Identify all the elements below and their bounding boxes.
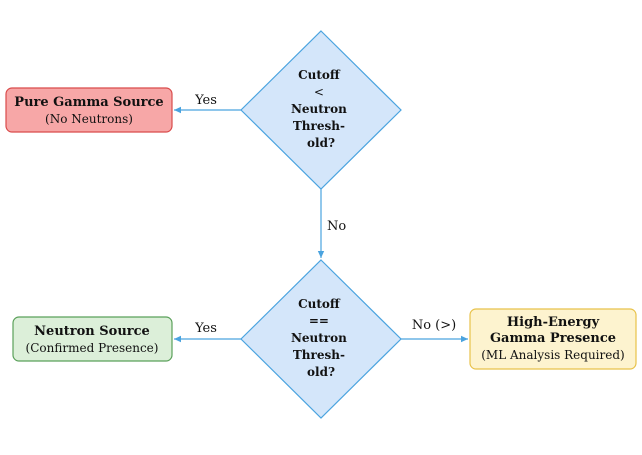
neutron-source-node: Neutron Source (Confirmed Presence) <box>12 316 173 362</box>
decision-1-line: Cutoff <box>298 68 341 82</box>
decision-node-2: Cutoff == Neutron Thresh- old? <box>240 259 402 419</box>
decision-2-line: == <box>309 314 329 328</box>
edge-label-d2-yes: Yes <box>194 321 217 336</box>
decision-1-line: old? <box>307 136 335 150</box>
neutron-source-subtitle: (Confirmed Presence) <box>26 341 159 355</box>
high-energy-title-line2: Gamma Presence <box>490 331 616 346</box>
pure-gamma-subtitle: (No Neutrons) <box>45 112 133 126</box>
decision-2-text: Cutoff == Neutron Thresh- old? <box>291 297 351 379</box>
decision-diamond-1 <box>240 30 402 190</box>
edge-label-d2-no: No (>) <box>412 318 456 333</box>
decision-1-line: Neutron <box>291 102 347 116</box>
decision-1-line: Thresh- <box>293 119 345 133</box>
high-energy-title-line1: High-Energy <box>507 315 600 330</box>
decision-1-line: < <box>314 85 324 99</box>
high-energy-gamma-node: High-Energy Gamma Presence (ML Analysis … <box>469 308 637 370</box>
neutron-source-title: Neutron Source <box>34 324 150 339</box>
decision-2-line: Neutron <box>291 331 347 345</box>
decision-2-line: Thresh- <box>293 348 345 362</box>
decision-diamond-2 <box>240 259 402 419</box>
edge-label-d1-no: No <box>327 219 346 234</box>
neutron-source-box <box>12 316 173 362</box>
edge-label-d1-yes: Yes <box>194 93 217 108</box>
pure-gamma-title: Pure Gamma Source <box>14 95 163 110</box>
high-energy-box <box>469 308 637 370</box>
decision-1-text: Cutoff < Neutron Thresh- old? <box>291 68 351 150</box>
pure-gamma-box <box>5 87 173 133</box>
high-energy-subtitle: (ML Analysis Required) <box>481 348 624 362</box>
decision-node-1: Cutoff < Neutron Thresh- old? <box>240 30 402 190</box>
decision-2-line: Cutoff <box>298 297 341 311</box>
decision-2-line: old? <box>307 365 335 379</box>
pure-gamma-source-node: Pure Gamma Source (No Neutrons) <box>5 87 173 133</box>
